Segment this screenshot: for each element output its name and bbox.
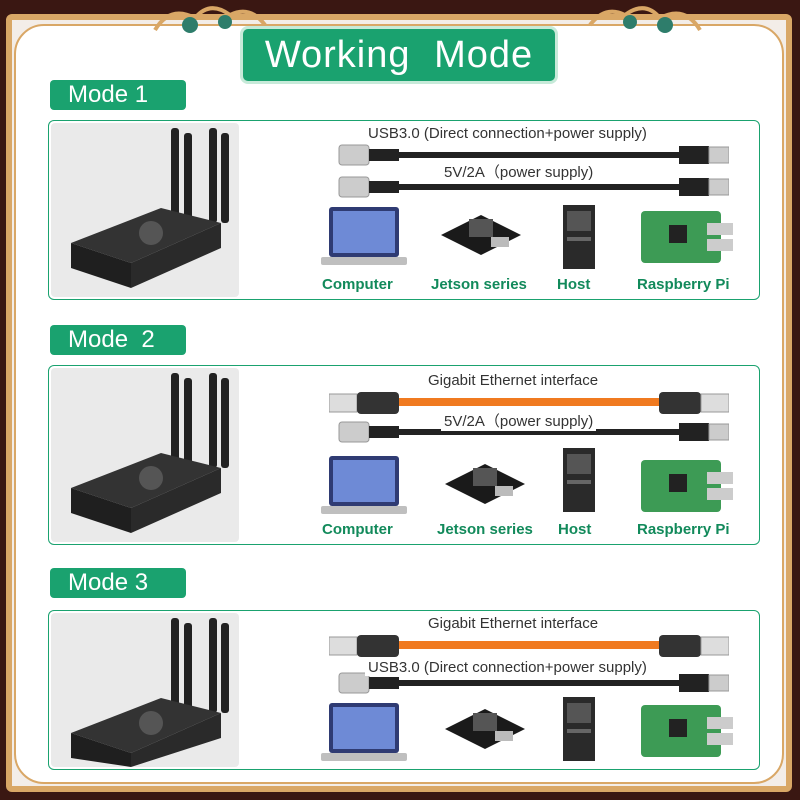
router-device-icon xyxy=(71,128,229,288)
mode-2-label: Mode 2 xyxy=(50,325,186,355)
host-tower-icon xyxy=(563,697,595,761)
mode-1-cables xyxy=(338,144,729,198)
laptop-icon xyxy=(321,456,407,514)
router-device-icon xyxy=(71,373,229,533)
mode-2-cable-1-label: Gigabit Ethernet interface xyxy=(425,372,602,389)
laptop-icon xyxy=(321,207,407,265)
mode-2-panel: Gigabit Ethernet interface 5V/2A（power s… xyxy=(48,365,760,545)
mode-2-host-label: Jetson series xyxy=(437,521,533,538)
mode-1-host-label: Computer xyxy=(322,276,393,293)
raspberry-pi-icon xyxy=(641,705,733,757)
mode-3-label: Mode 3 xyxy=(50,568,186,598)
mode-1-label: Mode 1 xyxy=(50,80,186,110)
mode-1-cable-1-label: USB3.0 (Direct connection+power supply) xyxy=(365,125,650,142)
mode-1-host-label: Raspberry Pi xyxy=(637,276,730,293)
mode-3-cable-1-label: Gigabit Ethernet interface xyxy=(425,615,602,632)
device-image-router xyxy=(51,368,239,542)
jetson-board-icon xyxy=(445,464,525,504)
mode-1-panel: USB3.0 (Direct connection+power supply) … xyxy=(48,120,760,300)
raspberry-pi-icon xyxy=(641,211,733,263)
cloud-ornament-right-icon xyxy=(588,6,702,33)
cloud-ornament-left-icon xyxy=(153,6,267,33)
mode-3-cable-2-label: USB3.0 (Direct connection+power supply) xyxy=(365,659,650,676)
host-tower-icon xyxy=(563,205,595,269)
jetson-board-icon xyxy=(441,215,521,255)
laptop-icon xyxy=(321,703,407,761)
device-image-router xyxy=(51,123,239,297)
mode-2-host-label: Raspberry Pi xyxy=(637,521,730,538)
router-device-icon xyxy=(71,618,229,767)
mode-1-host-label: Jetson series xyxy=(431,276,527,293)
raspberry-pi-icon xyxy=(641,460,733,512)
jetson-board-icon xyxy=(445,709,525,749)
host-tower-icon xyxy=(563,448,595,512)
device-image-router xyxy=(51,613,239,767)
mode-1-cable-2-label: 5V/2A（power supply) xyxy=(441,161,597,182)
mode-2-cable-2-label: 5V/2A（power supply) xyxy=(441,410,597,431)
mode-2-cables xyxy=(329,392,729,443)
mode-2-host-label: Computer xyxy=(322,521,393,538)
mode-2-host-label: Host xyxy=(558,521,592,538)
mode-1-host-label: Host xyxy=(557,276,591,293)
page-title: Working Mode xyxy=(240,26,558,84)
mode-3-cables xyxy=(329,635,729,694)
mode-3-panel: Gigabit Ethernet interface USB3.0 (Direc… xyxy=(48,610,760,770)
